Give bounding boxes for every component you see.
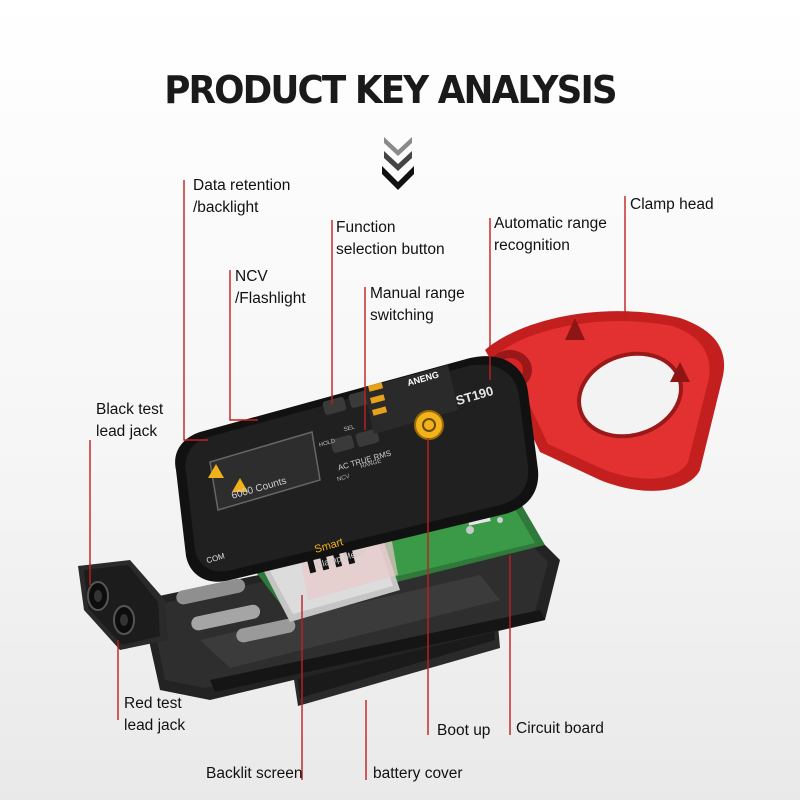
metal-pins	[176, 578, 296, 643]
callout-red-jack: Red test lead jack	[124, 695, 186, 734]
callout-leaders	[89, 180, 626, 780]
callout-boot-up: Boot up	[437, 722, 491, 739]
callout-function-selection: Function selection button	[336, 219, 445, 258]
callout-battery-cover: battery cover	[373, 765, 463, 782]
ncv-key-text: NCV	[337, 474, 351, 483]
callout-automatic-range: Automatic range recognition	[494, 215, 607, 254]
range-key-text: RANGE	[360, 458, 382, 470]
callout-manual-range: Manual range switching	[370, 285, 465, 324]
leader-ncv	[229, 270, 258, 421]
page-title: PRODUCT KEY ANALYSIS	[164, 68, 617, 112]
callout-backlit-screen: Backlit screen	[206, 765, 303, 782]
jack-block	[78, 560, 168, 650]
clamp-head	[485, 311, 725, 491]
callout-clamp-head: Clamp head	[630, 196, 714, 213]
callout-circuit-board: Circuit board	[516, 720, 604, 737]
leader-data-retention	[183, 180, 208, 441]
sel-key-text: SEL	[343, 424, 356, 433]
callout-black-jack: Black test lead jack	[96, 401, 164, 440]
meter-front-panel	[175, 356, 539, 582]
callout-data-retention: Data retention /backlight	[193, 177, 291, 216]
hold-key-text: HOLD	[318, 438, 336, 449]
callout-ncv: NCV /Flashlight	[235, 268, 306, 307]
